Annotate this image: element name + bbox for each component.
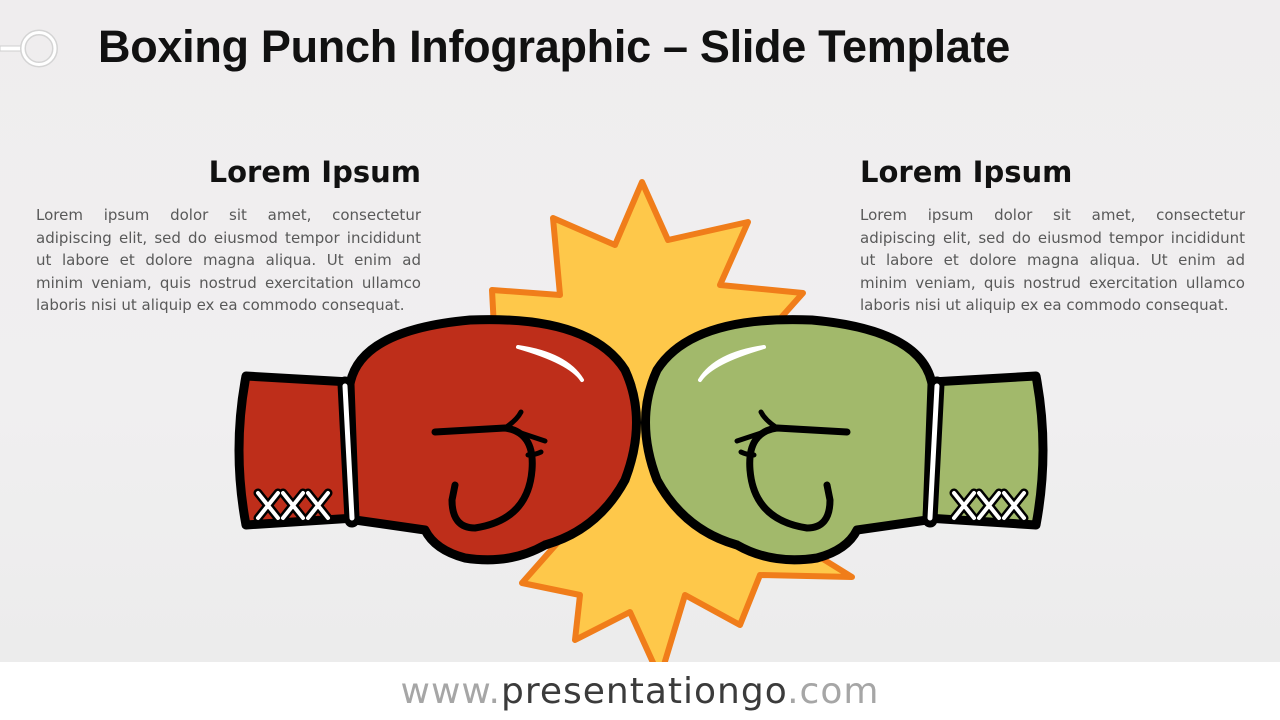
- website-prefix: www.: [400, 671, 501, 712]
- right-heading: Lorem Ipsum: [860, 155, 1073, 189]
- website-name: presentationgo: [501, 671, 788, 712]
- website-link[interactable]: www.presentationgo.com: [0, 670, 1280, 714]
- left-body-text: Lorem ipsum dolor sit amet, consectetur …: [36, 206, 421, 314]
- footer-bar: [0, 662, 1280, 720]
- pin-icon: [0, 29, 58, 68]
- right-body-text: Lorem ipsum dolor sit amet, consectetur …: [860, 206, 1245, 314]
- slide-background: Boxing Punch Infographic – Slide Templat…: [0, 0, 1280, 662]
- website-suffix: .com: [787, 671, 880, 712]
- left-heading: Lorem Ipsum: [208, 155, 421, 189]
- slide-title: Boxing Punch Infographic – Slide Templat…: [98, 21, 1010, 72]
